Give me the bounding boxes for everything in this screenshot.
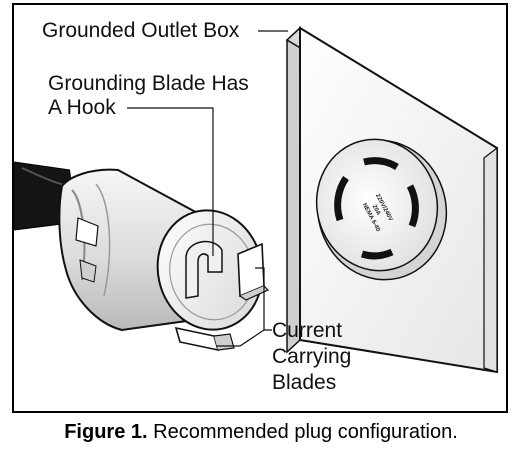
- figure-caption: Figure 1. Recommended plug configuration…: [0, 420, 522, 444]
- caption-text: Recommended plug configuration.: [153, 421, 458, 443]
- leader-current-blade-bottom: [216, 329, 265, 347]
- current-blade-bottom: [174, 326, 220, 352]
- leader-grounding-blade: [127, 107, 214, 256]
- receptacle-slot-left: [334, 176, 349, 222]
- label-current-blades-line2: Carrying: [272, 345, 352, 368]
- plug: [58, 168, 270, 352]
- label-grounding-blade-line1: Grounding Blade Has: [48, 72, 249, 95]
- leader-lines: [127, 30, 288, 347]
- label-outlet-box: Grounded Outlet Box: [42, 19, 240, 42]
- label-current-blades-line3: Blades: [272, 371, 337, 394]
- leader-current-blade-right: [255, 267, 272, 331]
- label-grounding-blade-line2: A Hook: [48, 96, 116, 119]
- caption-label: Figure 1.: [64, 421, 148, 443]
- rating-amperage: 20A: [371, 204, 382, 217]
- receptacle-slot-bottom: [360, 248, 394, 260]
- label-current-blades-line1: Current: [272, 319, 343, 342]
- receptacle: 220V/240V 20A NEMA 6-40: [315, 138, 448, 281]
- outlet-box-side: [286, 26, 301, 354]
- receptacle-slot-top: [363, 157, 399, 171]
- receptacle-slot-right: [406, 184, 419, 228]
